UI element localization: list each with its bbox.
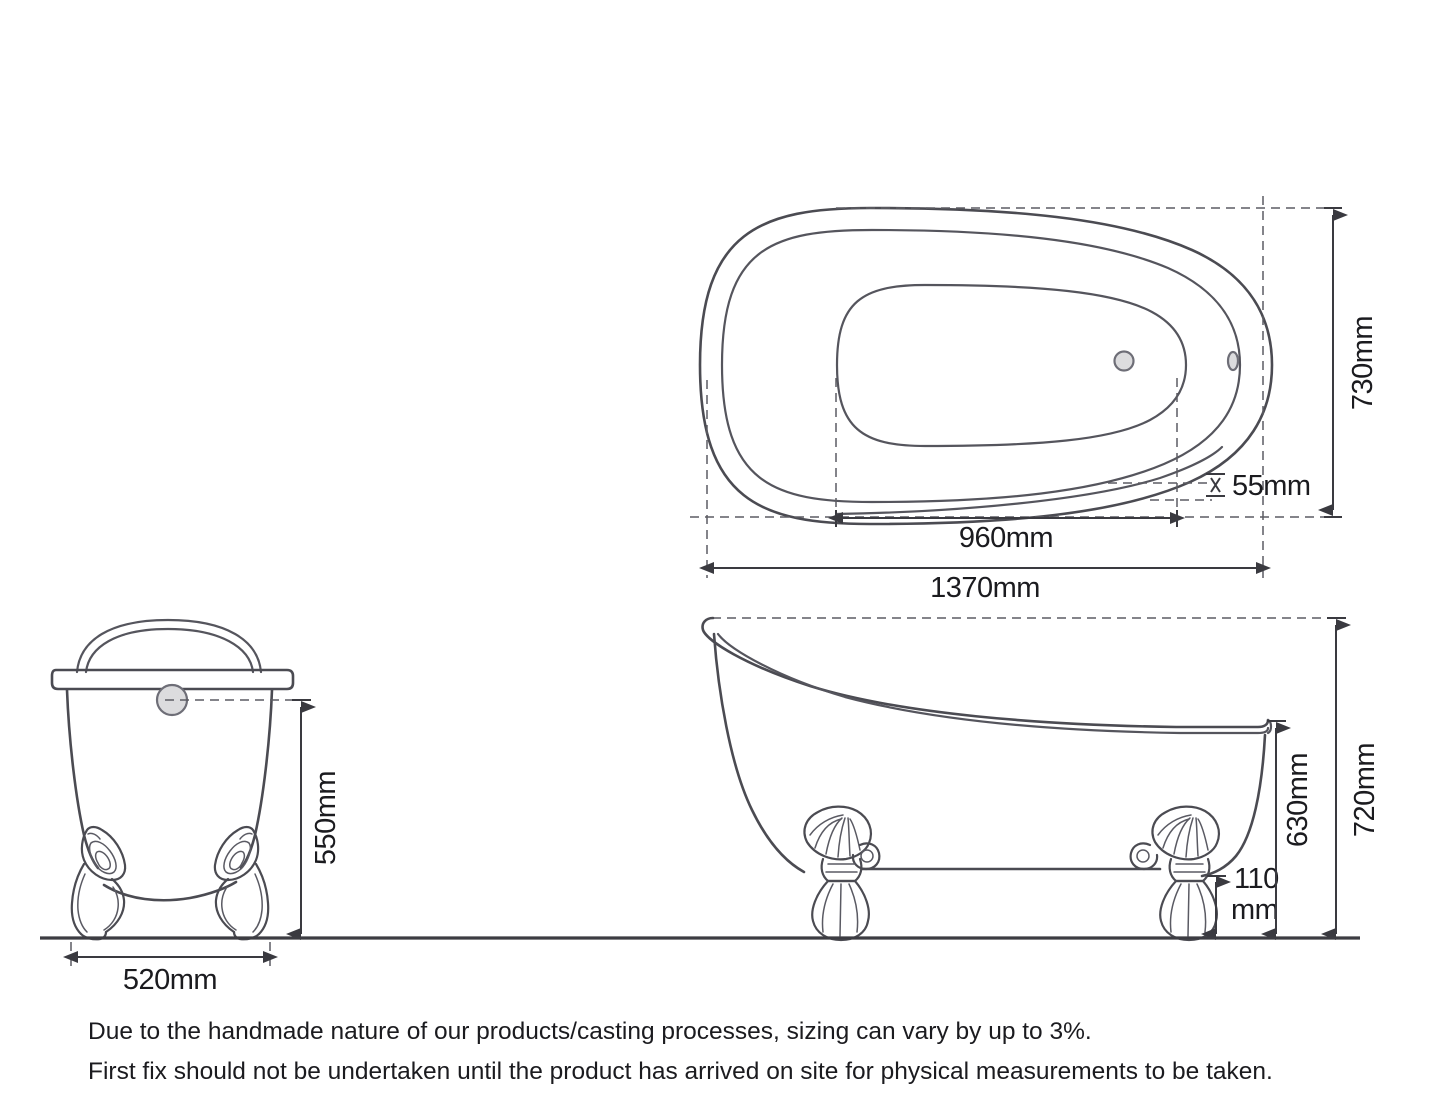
plan-rim-taper-line: [834, 445, 1224, 516]
side-claw-foot-left: [803, 805, 881, 942]
side-rim-top-curve: [701, 616, 1270, 729]
end-claw-foot-left: [70, 825, 127, 941]
end-body-base-curve: [102, 880, 238, 902]
side-rim-under-curve: [716, 632, 1270, 735]
end-rim-bar: [50, 668, 295, 691]
note-line-1: Due to the handmade nature of our produc…: [88, 1018, 1092, 1045]
dim-label-underside-clearance-unit: mm: [1231, 894, 1278, 926]
side-back-wall-curve: [712, 632, 806, 874]
overflow-hole-icon: [1226, 350, 1240, 372]
end-elevation-view: 550mm 520mm: [50, 618, 342, 996]
dim-label-internal-length: 960mm: [959, 522, 1053, 554]
dim-label-foot-width: 520mm: [123, 964, 217, 996]
end-body-right-wall: [239, 688, 274, 870]
plan-bowl-outline: [835, 283, 1188, 448]
side-front-wall-curve: [1200, 733, 1267, 878]
dim-label-underside-clearance: 110: [1234, 863, 1279, 895]
dim-marker-rim-offset: [1206, 473, 1225, 497]
dim-label-overall-length: 1370mm: [930, 572, 1040, 604]
plan-outer-rim-outline: [698, 206, 1274, 526]
notes-block: Due to the handmade nature of our produc…: [88, 1016, 1378, 1097]
dim-label-overall-height: 720mm: [1349, 743, 1381, 837]
plan-view: 730mm 55mm 960mm 1370mm: [690, 196, 1379, 604]
dim-label-rim-offset: 55mm: [1232, 470, 1311, 502]
side-elevation-view: 110 mm 630mm 720mm: [701, 616, 1381, 942]
end-claw-foot-right: [213, 825, 270, 941]
waste-outlet-hole-icon: [1113, 350, 1135, 372]
plan-inner-rim-outline: [720, 228, 1242, 504]
side-claw-foot-right: [1129, 805, 1221, 942]
dim-label-overall-width: 730mm: [1347, 316, 1379, 410]
end-back-arch-outer: [75, 618, 263, 674]
dim-label-waste-height: 550mm: [310, 771, 342, 865]
dim-label-rim-height: 630mm: [1282, 753, 1314, 847]
end-back-arch-inner: [84, 627, 255, 674]
note-line-2: First fix should not be undertaken until…: [88, 1058, 1273, 1086]
